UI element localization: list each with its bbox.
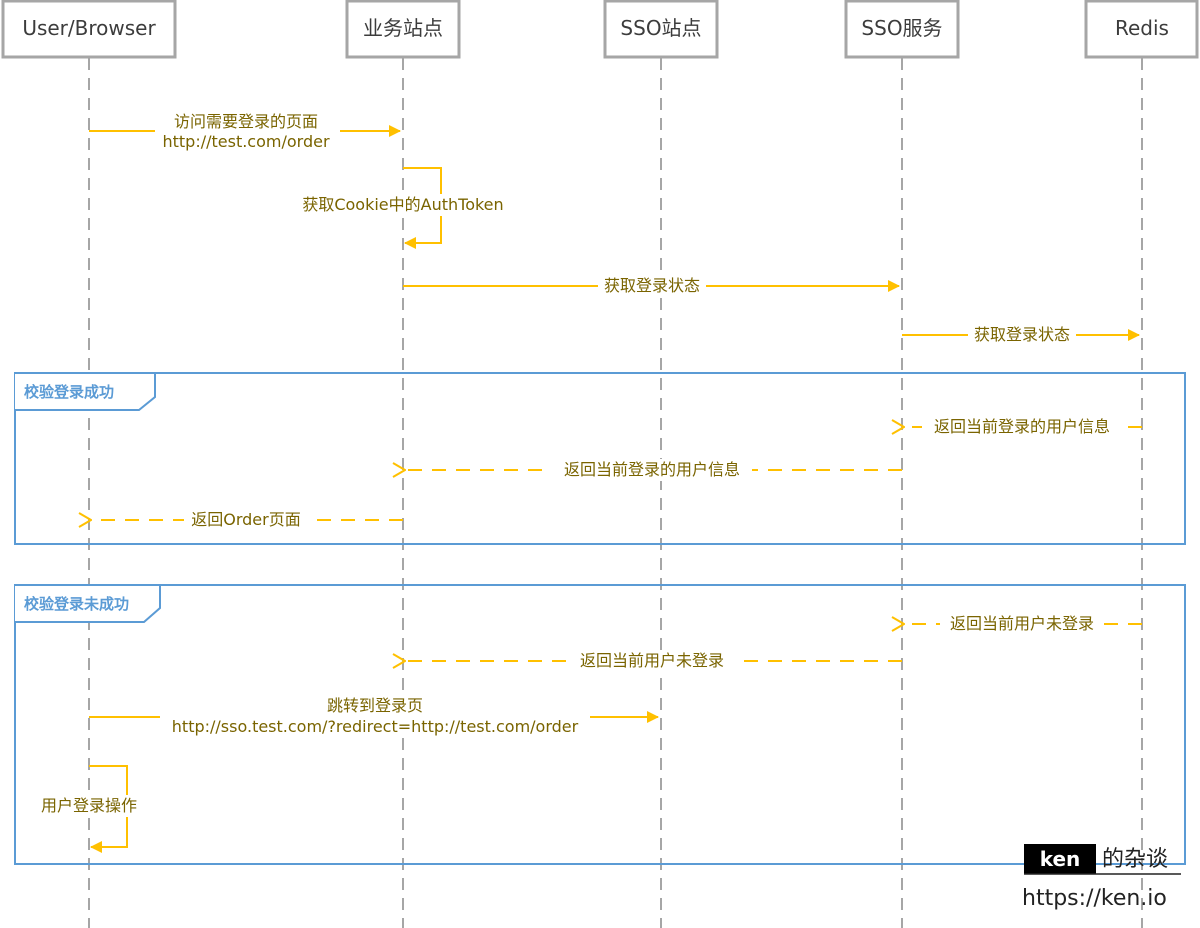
message-label: 返回当前用户未登录 bbox=[950, 614, 1094, 633]
message-label-line1: 访问需要登录的页面 bbox=[174, 112, 318, 131]
actor-user: User/Browser bbox=[1, 0, 177, 59]
message-return-user-info-1: 返回当前登录的用户信息 bbox=[904, 416, 1142, 438]
message-get-cookie-token: 获取Cookie中的AuthToken bbox=[292, 167, 514, 249]
lifelines bbox=[88, 58, 1143, 928]
message-label: 返回当前登录的用户信息 bbox=[934, 417, 1110, 436]
message-return-user-info-2: 返回当前登录的用户信息 bbox=[405, 459, 902, 481]
message-label: 获取登录状态 bbox=[604, 276, 700, 295]
watermark: ken 的杂谈 https://ken.io bbox=[1022, 844, 1181, 911]
actor-label-sso-svc: SSO服务 bbox=[861, 16, 942, 40]
message-label: 获取登录状态 bbox=[974, 325, 1070, 344]
message-label: 返回Order页面 bbox=[191, 510, 300, 529]
message-user-login-action: 用户登录操作 bbox=[34, 765, 144, 853]
actor-label-sso-site: SSO站点 bbox=[620, 16, 701, 40]
message-redirect-login-page: 跳转到登录页 http://sso.test.com/?redirect=htt… bbox=[89, 696, 659, 738]
message-label: 用户登录操作 bbox=[41, 796, 137, 815]
message-return-not-logged-1: 返回当前用户未登录 bbox=[904, 613, 1142, 635]
actor-redis: Redis bbox=[1084, 0, 1199, 59]
message-label: 返回当前用户未登录 bbox=[580, 651, 724, 670]
message-label: 返回当前登录的用户信息 bbox=[564, 460, 740, 479]
message-return-order-page: 返回Order页面 bbox=[91, 509, 403, 531]
frame-login-fail: 校验登录未成功 bbox=[14, 584, 1186, 865]
actor-label-redis: Redis bbox=[1115, 16, 1169, 40]
message-label-line2: http://test.com/order bbox=[162, 132, 329, 151]
actor-biz: 业务站点 bbox=[345, 0, 461, 59]
message-visit-page: 访问需要登录的页面 http://test.com/order bbox=[89, 112, 401, 153]
frame-login-success: 校验登录成功 bbox=[14, 372, 1186, 545]
watermark-suffix: 的杂谈 bbox=[1102, 847, 1168, 872]
actor-sso-svc: SSO服务 bbox=[844, 0, 960, 59]
message-get-login-status-1: 获取登录状态 bbox=[403, 275, 900, 297]
frame-label-success: 校验登录成功 bbox=[24, 383, 114, 401]
actor-label-user: User/Browser bbox=[22, 16, 156, 40]
watermark-brand-badge bbox=[1024, 844, 1096, 874]
frame-label-fail: 校验登录未成功 bbox=[24, 595, 129, 613]
watermark-url: https://ken.io bbox=[1022, 886, 1167, 911]
watermark-brand: ken bbox=[1040, 847, 1081, 871]
message-get-login-status-2: 获取登录状态 bbox=[902, 324, 1140, 346]
message-label-line2: http://sso.test.com/?redirect=http://tes… bbox=[172, 717, 579, 736]
message-label: 获取Cookie中的AuthToken bbox=[302, 195, 503, 214]
message-label-line1: 跳转到登录页 bbox=[327, 696, 423, 715]
actor-label-biz: 业务站点 bbox=[363, 16, 443, 40]
message-return-not-logged-2: 返回当前用户未登录 bbox=[405, 650, 902, 672]
actor-sso-site: SSO站点 bbox=[603, 0, 719, 59]
